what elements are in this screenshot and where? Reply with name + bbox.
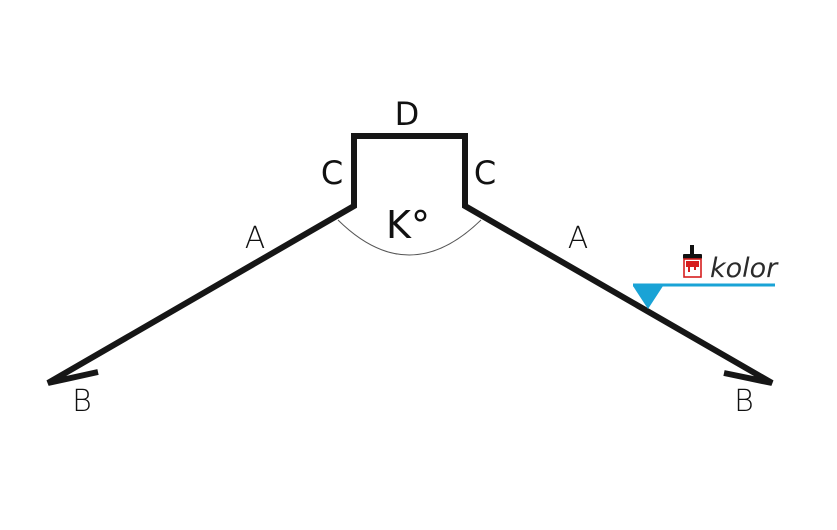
label-c-right: C xyxy=(474,154,496,192)
paint-brush-icon xyxy=(683,245,702,278)
angle-arc xyxy=(337,219,482,256)
label-b-right: B xyxy=(734,384,754,419)
ridge-profile-line xyxy=(46,133,774,386)
label-a-left: A xyxy=(245,221,266,256)
label-a-right: A xyxy=(568,221,589,256)
label-c-left: C xyxy=(321,154,343,192)
color-side-marker xyxy=(633,286,663,309)
label-angle: K° xyxy=(386,203,430,247)
color-label: kolor xyxy=(710,253,779,284)
label-b-left: B xyxy=(72,384,92,419)
label-d: D xyxy=(395,95,420,133)
